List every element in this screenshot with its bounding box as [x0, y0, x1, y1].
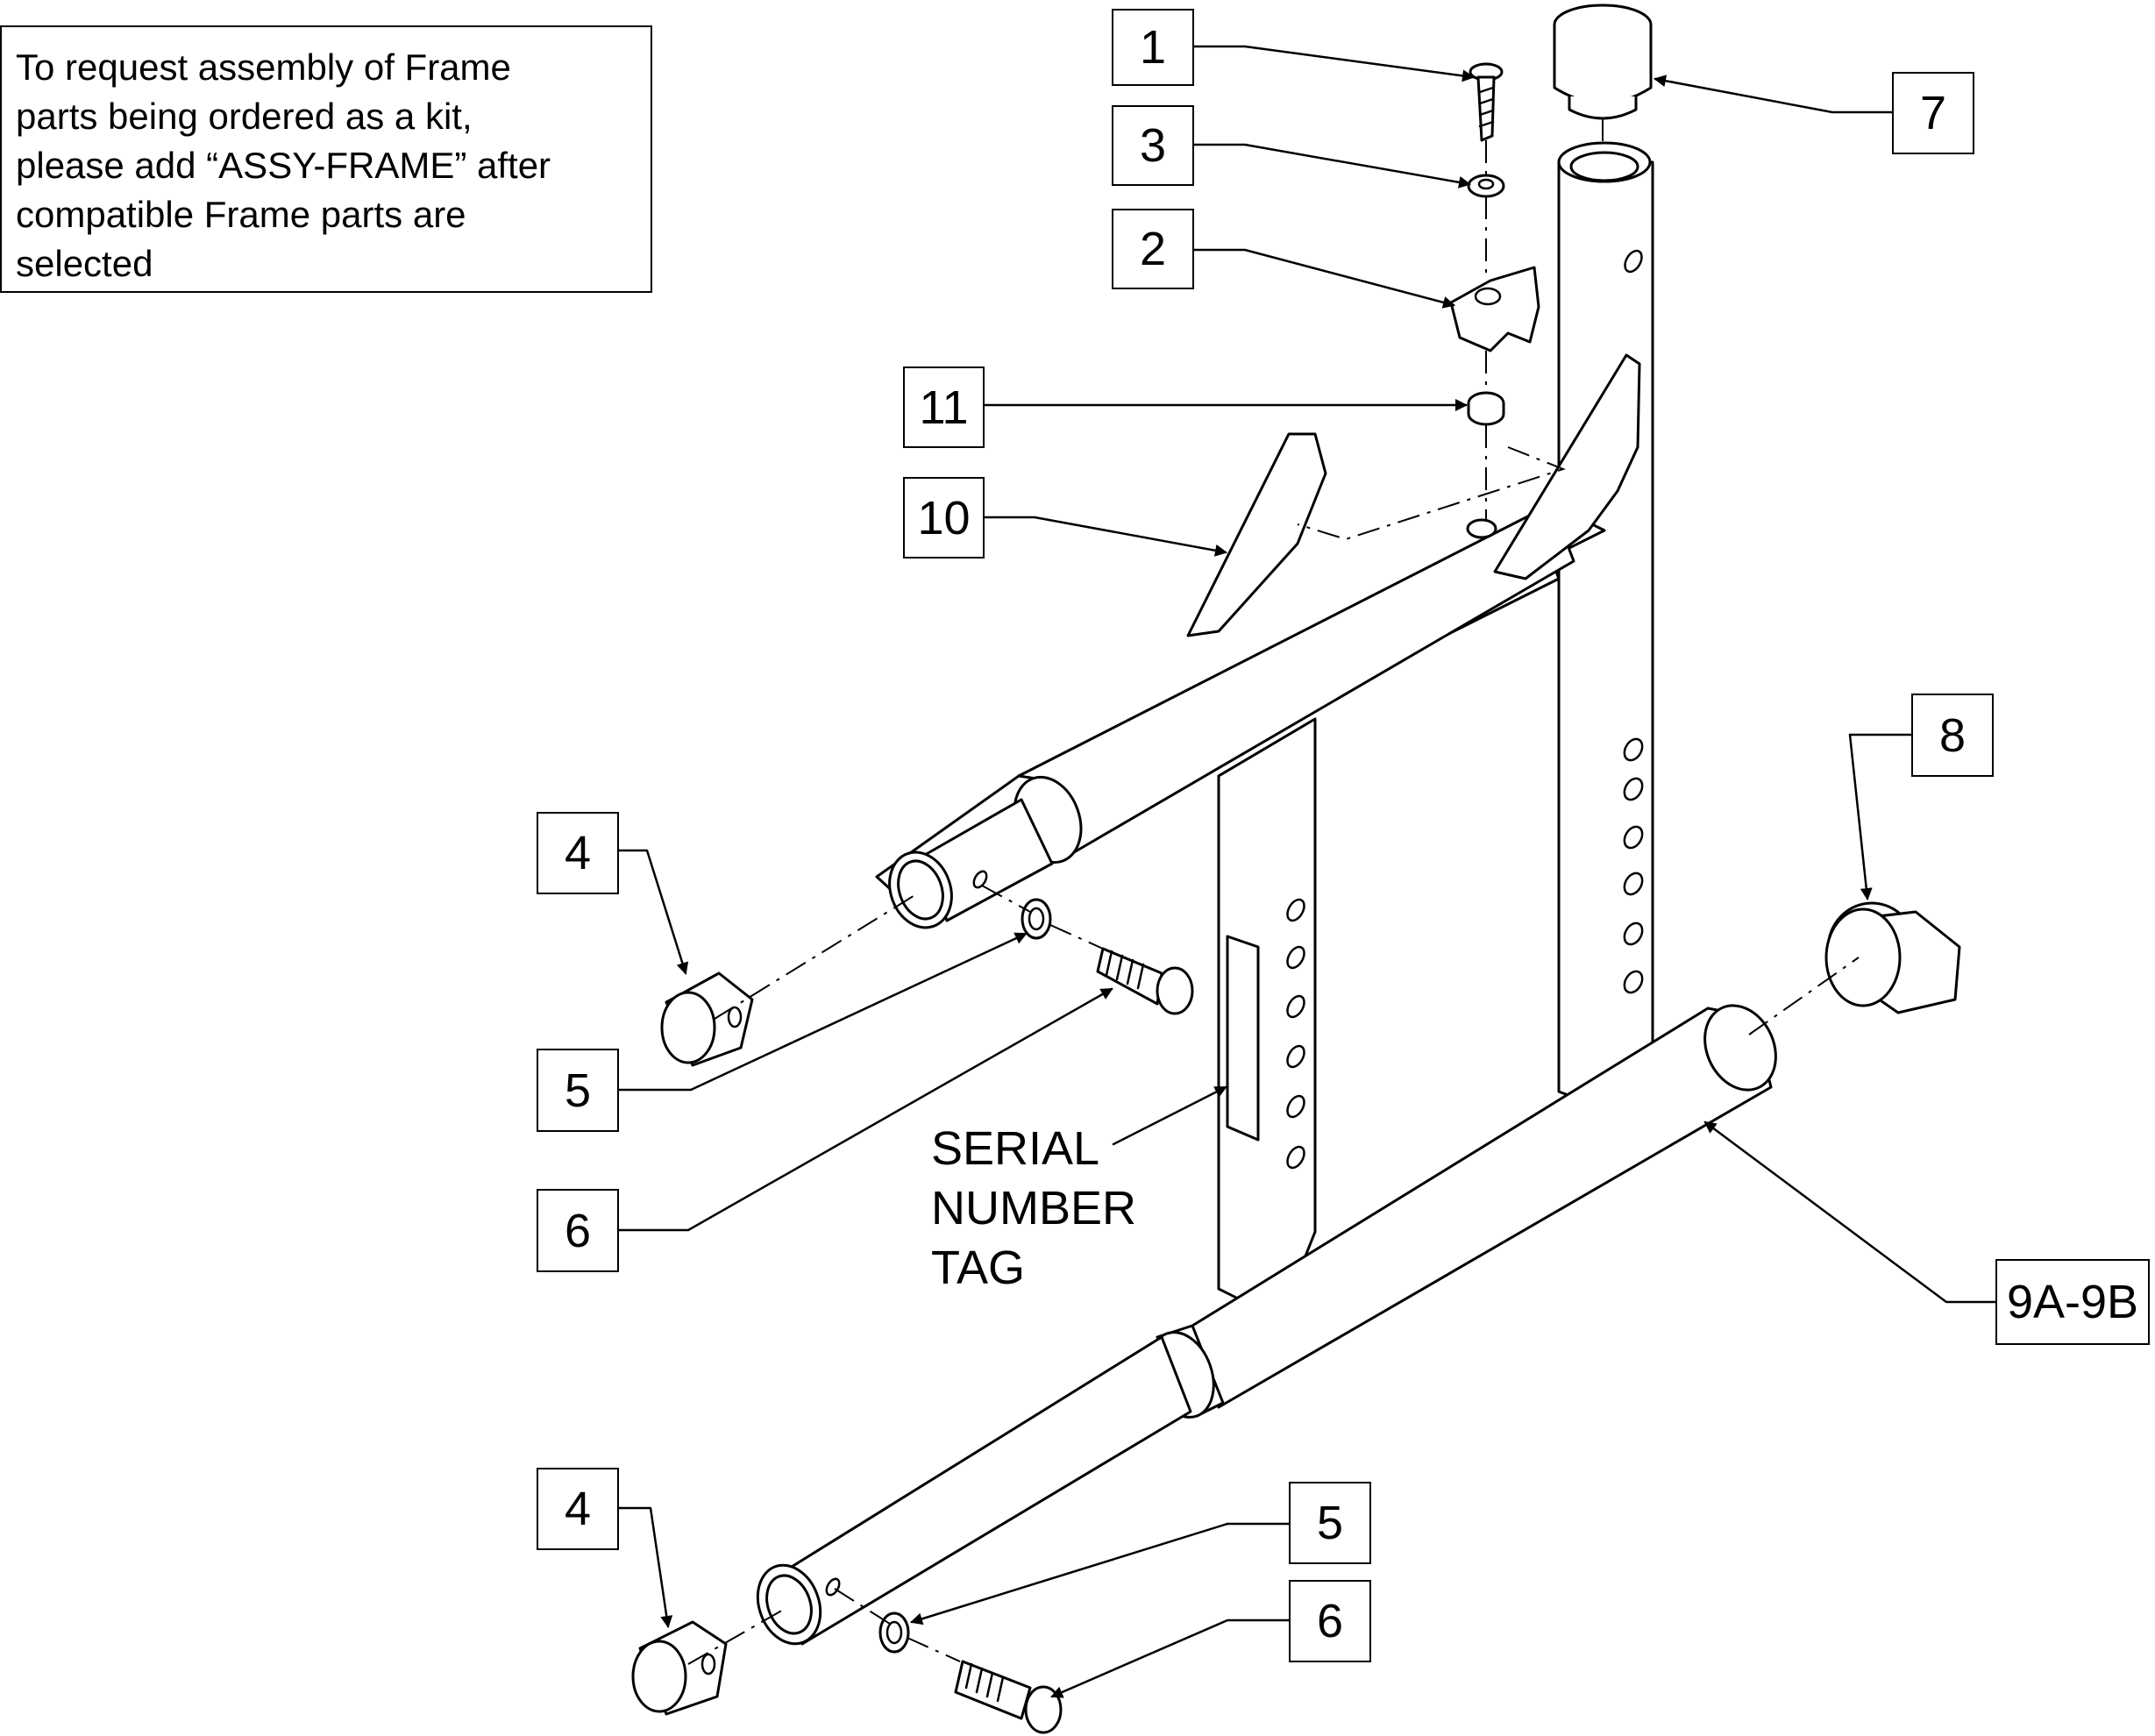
- part-11-spacer: [1467, 391, 1505, 426]
- callout-4-bottom: 4: [537, 1468, 619, 1550]
- callout-11: 11: [903, 366, 985, 448]
- part-8-end-cap: [1824, 901, 1961, 1014]
- callout-6-bottom: 6: [1289, 1580, 1371, 1662]
- leader-lines: [617, 45, 1997, 1698]
- part-6-bolt-top: [1096, 947, 1194, 1015]
- adjustment-holes-upper: [1623, 249, 1644, 994]
- serial-tag-line: TAG: [931, 1242, 1025, 1294]
- callout-5-top: 5: [537, 1049, 619, 1132]
- part-1-screw: [1469, 62, 1504, 142]
- note-line: parts being ordered as a kit,: [16, 96, 473, 137]
- callout-10: 10: [903, 477, 985, 559]
- note-line: compatible Frame parts are: [16, 194, 466, 235]
- callout-2: 2: [1112, 209, 1194, 289]
- callout-6-top: 6: [537, 1189, 619, 1272]
- note-line: selected: [16, 243, 153, 284]
- part-5-washer-bottom: [878, 1611, 910, 1654]
- serial-tag-line: NUMBER: [931, 1182, 1137, 1234]
- serial-number-tag-label: SERIAL NUMBER TAG: [931, 1119, 1136, 1298]
- part-6-bolt-bottom: [954, 1660, 1063, 1734]
- alignment-lines: [687, 118, 1860, 1665]
- callout-7: 7: [1892, 72, 1974, 154]
- part-2-clamp: [1449, 266, 1540, 352]
- callout-3: 3: [1112, 105, 1194, 186]
- part-5-washer-top: [1021, 898, 1052, 940]
- assembly-note: To request assembly of Frame parts being…: [0, 25, 652, 293]
- frame-body: [756, 141, 1777, 1646]
- callout-8: 8: [1911, 694, 1994, 777]
- callout-5-bottom: 5: [1289, 1482, 1371, 1564]
- part-4-plug-top: [660, 971, 754, 1067]
- note-line: To request assembly of Frame: [16, 46, 511, 88]
- note-line: please add “ASSY-FRAME” after: [16, 145, 551, 186]
- part-7-cap: [1553, 4, 1653, 120]
- adjustment-holes-middle: [1286, 898, 1305, 1170]
- part-3-washer: [1467, 174, 1505, 198]
- part-10-guards: [1186, 353, 1641, 637]
- part-4-plug-bottom: [631, 1620, 728, 1716]
- callout-4-top: 4: [537, 812, 619, 894]
- serial-number-tag-plate: [1226, 935, 1260, 1142]
- callout-9a-9b: 9A-9B: [1995, 1259, 2150, 1345]
- serial-tag-line: SERIAL: [931, 1122, 1100, 1175]
- callout-1: 1: [1112, 9, 1194, 86]
